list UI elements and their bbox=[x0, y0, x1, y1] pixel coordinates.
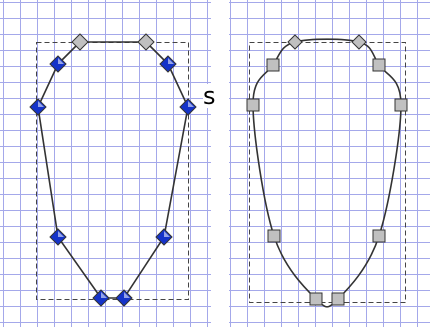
left-bounding-box bbox=[36, 42, 189, 300]
left-angular-outline[interactable] bbox=[37, 41, 189, 299]
left-node-highlight-6 bbox=[101, 292, 107, 298]
right-smooth-node-handle-5[interactable] bbox=[331, 292, 345, 306]
left-node-highlight-8 bbox=[38, 101, 44, 107]
left-grid-panel bbox=[0, 0, 211, 327]
left-node-highlight-7 bbox=[58, 231, 64, 237]
left-smooth-node-handle-0[interactable] bbox=[71, 33, 89, 51]
left-node-highlight-9 bbox=[58, 58, 64, 64]
panel-gap bbox=[211, 0, 229, 327]
right-smooth-top-node-handle-0[interactable] bbox=[287, 34, 303, 50]
left-smooth-node-handle-1[interactable] bbox=[137, 33, 155, 51]
left-node-highlight-2 bbox=[168, 58, 174, 64]
left-node-group bbox=[29, 33, 197, 307]
right-smooth-node-handle-8[interactable] bbox=[246, 98, 260, 112]
right-smooth-node-handle-2[interactable] bbox=[372, 58, 386, 72]
left-node-highlight-4 bbox=[164, 231, 170, 237]
stray-caption-glyph: s bbox=[203, 82, 216, 110]
right-smooth-node-handle-6[interactable] bbox=[309, 292, 323, 306]
right-grid-panel bbox=[229, 0, 430, 327]
left-node-highlight-3 bbox=[188, 101, 194, 107]
right-node-group bbox=[246, 34, 408, 306]
right-smooth-node-handle-3[interactable] bbox=[394, 98, 408, 112]
right-smooth-node-handle-9[interactable] bbox=[266, 58, 280, 72]
left-node-highlight-5 bbox=[124, 292, 130, 298]
right-smooth-node-handle-7[interactable] bbox=[267, 229, 281, 243]
right-bounding-box bbox=[249, 42, 406, 303]
right-smooth-top-node-handle-1[interactable] bbox=[351, 34, 367, 50]
right-smooth-node-handle-4[interactable] bbox=[372, 229, 386, 243]
right-smooth-outline[interactable] bbox=[252, 38, 402, 308]
